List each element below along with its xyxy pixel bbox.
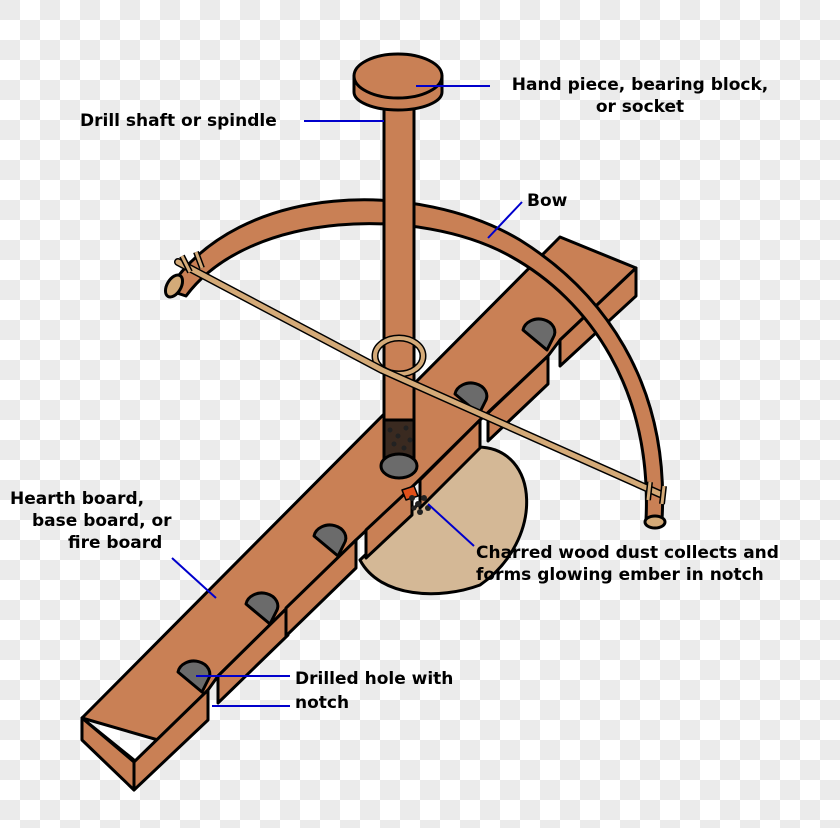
hole-2: [244, 591, 280, 626]
bow-end-left: [163, 273, 185, 299]
label-hand-piece: Hand piece, bearing block, or socket: [490, 74, 790, 118]
label-hand-piece-line1: Hand piece, bearing block,: [511, 75, 769, 95]
bow-end-right: [643, 514, 667, 530]
label-drill-shaft-text: Drill shaft or spindle: [80, 111, 277, 131]
label-bow: Bow: [527, 190, 567, 212]
label-hand-piece-line2: or socket: [595, 97, 685, 117]
drill-shaft: [382, 88, 416, 467]
hole-4: [453, 381, 489, 416]
leader-hearth-board: [171, 557, 217, 599]
label-drilled-line2: notch: [295, 693, 350, 713]
leader-charred-dust: [427, 503, 475, 547]
label-drilled-line1: Drilled hole with: [295, 669, 454, 689]
hole-3: [312, 523, 348, 558]
hearth-board-side: [132, 688, 210, 792]
label-charred-line2: forms glowing ember in notch: [476, 565, 764, 585]
label-hearth-board: Hearth board, base board, or fire board: [10, 488, 180, 554]
label-charred-dust: Charred wood dust collects and forms glo…: [476, 542, 779, 586]
drilled-holes: [176, 317, 557, 694]
label-drill-shaft: Drill shaft or spindle: [80, 110, 277, 132]
label-drilled-hole: Drilled hole with notch: [295, 668, 453, 714]
hole-5: [521, 317, 557, 352]
hole-1: [176, 659, 212, 694]
label-hearth-line2: base board, or: [32, 511, 172, 531]
label-bow-text: Bow: [527, 191, 568, 211]
label-hearth-line3: fire board: [68, 533, 163, 553]
label-hearth-line1: Hearth board,: [10, 489, 145, 509]
socket-in-board: [379, 452, 419, 480]
hand-piece-top: [352, 52, 444, 100]
dust-collection-pad: [358, 445, 529, 596]
label-charred-line1: Charred wood dust collects and: [476, 543, 779, 563]
leader-bow: [487, 201, 523, 239]
